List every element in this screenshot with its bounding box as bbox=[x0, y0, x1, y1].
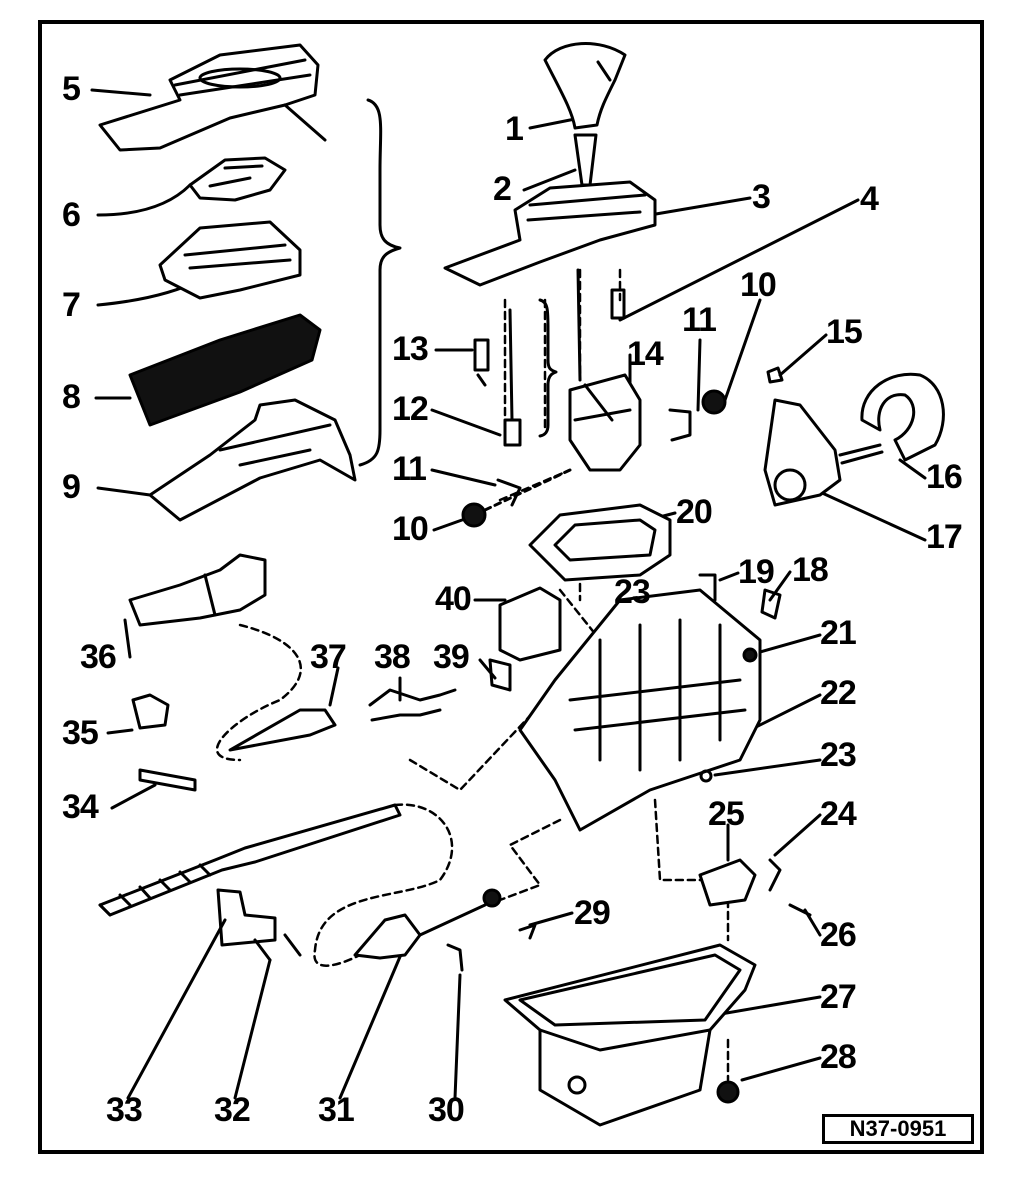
callout-number: 37 bbox=[310, 638, 347, 676]
part-18-clip bbox=[760, 588, 782, 620]
part-11-clip-right bbox=[668, 408, 692, 442]
part-29-clip bbox=[518, 923, 537, 940]
part-12-cable-rod bbox=[503, 308, 522, 447]
callout-number: 34 bbox=[62, 788, 99, 826]
part-30-clip bbox=[446, 943, 464, 972]
callout-number: 14 bbox=[627, 335, 664, 373]
callout-number: 33 bbox=[106, 1091, 143, 1129]
callout-number: 8 bbox=[62, 378, 81, 416]
callout-number: 5 bbox=[62, 70, 81, 108]
callout-number: 35 bbox=[62, 714, 99, 752]
part-5-selector-cover bbox=[98, 43, 327, 152]
part-3-shift-gate-cover bbox=[443, 180, 657, 287]
part-11-clip-left bbox=[496, 478, 522, 507]
part-19-clip bbox=[698, 573, 717, 602]
reference-code-box: N37-0951 bbox=[822, 1114, 974, 1144]
part-10-bushing-right bbox=[701, 389, 727, 415]
part-15-clip bbox=[766, 366, 784, 384]
part-33-bracket bbox=[216, 888, 277, 947]
callout-number: 1 bbox=[505, 110, 524, 148]
part-10-bushing-left bbox=[461, 502, 487, 528]
callout-number: 4 bbox=[860, 180, 879, 218]
callout-number: 20 bbox=[676, 493, 713, 531]
callout-number: 21 bbox=[820, 614, 857, 652]
part-16-lock-bracket bbox=[860, 372, 945, 462]
callout-number: 40 bbox=[435, 580, 472, 618]
part-1-gear-knob bbox=[543, 42, 627, 130]
callout-number: 10 bbox=[392, 510, 429, 548]
callout-number: 15 bbox=[826, 313, 863, 351]
cable-assembly bbox=[98, 803, 402, 917]
part-36-switch bbox=[128, 553, 267, 627]
part-8-cover-strip bbox=[128, 313, 322, 427]
callout-number: 23 bbox=[614, 573, 651, 611]
part-9-console-trim bbox=[148, 398, 357, 522]
part-31-cable-end bbox=[353, 913, 422, 960]
part-38-clips bbox=[368, 688, 457, 722]
callout-number: 39 bbox=[433, 638, 470, 676]
callout-number: 10 bbox=[740, 266, 777, 304]
part-20-gate-frame bbox=[528, 503, 672, 582]
part-4-pin bbox=[610, 288, 626, 320]
group-brace bbox=[358, 98, 402, 467]
callout-number: 28 bbox=[820, 1038, 857, 1076]
callout-number: 22 bbox=[820, 674, 857, 712]
callout-number: 11 bbox=[392, 450, 427, 488]
cable-rod-31 bbox=[418, 903, 487, 937]
callout-number: 36 bbox=[80, 638, 117, 676]
callout-number: 26 bbox=[820, 916, 857, 954]
callout-number: 2 bbox=[493, 170, 512, 208]
part-35-cap bbox=[131, 693, 170, 730]
part-6-gasket bbox=[188, 156, 287, 202]
callout-number: 38 bbox=[374, 638, 411, 676]
part-13-spring bbox=[473, 338, 490, 387]
callout-number: 29 bbox=[574, 894, 611, 932]
callout-number: 25 bbox=[708, 795, 745, 833]
cable-ball bbox=[482, 888, 502, 908]
part-14-shift-lever-assembly bbox=[568, 268, 642, 472]
part-37-cable-end bbox=[228, 708, 337, 752]
callout-number: 18 bbox=[792, 551, 829, 589]
callout-number: 3 bbox=[752, 178, 771, 216]
callout-number: 19 bbox=[738, 553, 775, 591]
part-22-selector-housing bbox=[518, 588, 762, 832]
part-32-bolts bbox=[253, 933, 302, 962]
callout-number: 9 bbox=[62, 468, 81, 506]
part-25-switch bbox=[698, 858, 757, 907]
part-23-nut bbox=[699, 769, 713, 783]
part-26-screw bbox=[788, 903, 812, 917]
callout-number: 7 bbox=[62, 286, 81, 324]
callout-number: 30 bbox=[428, 1091, 465, 1129]
shaft-dash bbox=[483, 468, 572, 512]
callout-number: 16 bbox=[926, 458, 963, 496]
spring-16 bbox=[838, 443, 884, 465]
part-7-indicator-panel bbox=[158, 220, 302, 300]
callout-number: 32 bbox=[214, 1091, 251, 1129]
callout-number: 6 bbox=[62, 196, 81, 234]
callout-number: 27 bbox=[820, 978, 857, 1016]
part-39-clip bbox=[488, 658, 512, 692]
part-2-knob-sleeve bbox=[573, 133, 598, 187]
callout-number: 17 bbox=[926, 518, 963, 556]
part-17-solenoid-plate bbox=[763, 398, 842, 507]
part-40-bracket bbox=[498, 586, 562, 662]
part-28-nut bbox=[716, 1080, 740, 1104]
part-34-plate bbox=[138, 768, 197, 792]
callout-number: 23 bbox=[820, 736, 857, 774]
sub-brace bbox=[538, 298, 558, 438]
callout-number: 12 bbox=[392, 390, 429, 428]
callout-number: 11 bbox=[682, 301, 717, 339]
part-27-storage-tray bbox=[503, 943, 757, 1127]
callout-number: 24 bbox=[820, 795, 857, 833]
part-21-nut bbox=[742, 647, 758, 663]
part-24-screw bbox=[768, 858, 782, 892]
callout-number: 31 bbox=[318, 1091, 355, 1129]
callout-number: 13 bbox=[392, 330, 429, 368]
